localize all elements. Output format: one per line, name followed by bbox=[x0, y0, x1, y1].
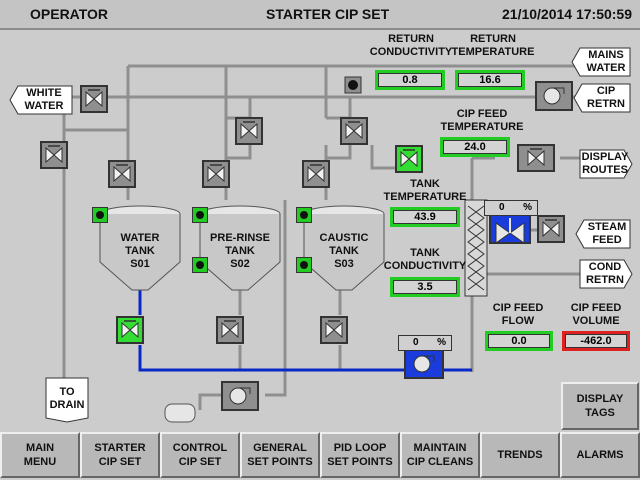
drain-valve[interactable] bbox=[40, 141, 68, 169]
valve-icon bbox=[307, 164, 325, 183]
tank-s03-shape bbox=[303, 205, 385, 291]
tank-s01-shape bbox=[99, 205, 181, 291]
indicator-dot bbox=[348, 80, 358, 90]
steam-valve-percent: 0% bbox=[484, 200, 538, 216]
cip-feed-pump bbox=[404, 349, 444, 379]
to-drain-flag bbox=[45, 377, 89, 423]
white-water-flag bbox=[9, 85, 73, 115]
valve-icon bbox=[527, 148, 545, 167]
return-temperature-value: 16.6 bbox=[455, 70, 525, 90]
feed-pump-percent: 0% bbox=[398, 335, 452, 351]
white-water-valve[interactable] bbox=[80, 85, 108, 113]
valve-icon bbox=[207, 164, 225, 183]
tank-s02-inlet-valve[interactable] bbox=[202, 160, 230, 188]
valve-icon bbox=[542, 219, 560, 238]
nav-alarms[interactable]: ALARMS bbox=[560, 432, 640, 478]
tank-s01-outlet-valve[interactable] bbox=[116, 316, 144, 344]
steam-control-valve bbox=[489, 214, 531, 244]
cip-retrn-flag bbox=[573, 83, 631, 113]
cip-feed-flow-value: 0.0 bbox=[485, 331, 553, 351]
tank-s03-high-level bbox=[296, 207, 312, 223]
cip-feed-temperature-value: 24.0 bbox=[440, 137, 510, 157]
cip-feed-volume-value: -462.0 bbox=[562, 331, 630, 351]
tank-s02-high-level bbox=[192, 207, 208, 223]
tank-s01-inlet-valve[interactable] bbox=[108, 160, 136, 188]
drain-pump bbox=[221, 381, 259, 411]
tank-s02-outlet-valve[interactable] bbox=[216, 316, 244, 344]
datetime: 21/10/2014 17:50:59 bbox=[502, 6, 632, 22]
tank-s01-high-level bbox=[92, 207, 108, 223]
tank-s03-inlet-valve[interactable] bbox=[302, 160, 330, 188]
valve-icon bbox=[400, 149, 418, 168]
tank-s02-low-level bbox=[192, 257, 208, 273]
level-dot-icon bbox=[300, 211, 308, 219]
level-dot-icon bbox=[196, 261, 204, 269]
level-dot-icon bbox=[196, 211, 204, 219]
valve-icon bbox=[240, 121, 258, 140]
tank-s03-outlet-valve[interactable] bbox=[320, 316, 348, 344]
tank-s02-white-water-valve[interactable] bbox=[235, 117, 263, 145]
tank-temperature-value: 43.9 bbox=[390, 207, 460, 227]
drain-sump bbox=[164, 403, 196, 423]
nav-trends[interactable]: TRENDS bbox=[480, 432, 560, 478]
header-bar: OPERATOR STARTER CIP SET 21/10/2014 17:5… bbox=[0, 0, 640, 30]
tank-s03-white-water-valve[interactable] bbox=[340, 117, 368, 145]
valve-icon bbox=[85, 89, 103, 108]
valve-icon bbox=[121, 320, 139, 339]
tank-conductivity-value: 3.5 bbox=[390, 277, 460, 297]
valve-icon bbox=[113, 164, 131, 183]
steam-feed-valve[interactable] bbox=[537, 215, 565, 243]
heat-exchanger bbox=[464, 199, 488, 297]
valve-icon bbox=[221, 320, 239, 339]
tank-s02-shape bbox=[199, 205, 281, 291]
valve-icon bbox=[345, 121, 363, 140]
cip-feed-valve[interactable] bbox=[395, 145, 423, 173]
level-dot-icon bbox=[300, 261, 308, 269]
steam-feed-flag bbox=[575, 219, 631, 249]
display-routes-flag bbox=[579, 149, 633, 179]
valve-icon bbox=[45, 145, 63, 164]
level-dot-icon bbox=[96, 211, 104, 219]
valve-icon bbox=[325, 320, 343, 339]
cip-return-pump bbox=[535, 81, 573, 111]
cond-retrn-flag bbox=[579, 259, 633, 289]
mains-water-flag bbox=[571, 47, 631, 77]
tank-s03-low-level bbox=[296, 257, 312, 273]
page-title: STARTER CIP SET bbox=[266, 6, 390, 22]
operator-label: OPERATOR bbox=[30, 6, 109, 22]
return-conductivity-value: 0.8 bbox=[375, 70, 445, 90]
display-routes-valve[interactable] bbox=[517, 144, 555, 172]
